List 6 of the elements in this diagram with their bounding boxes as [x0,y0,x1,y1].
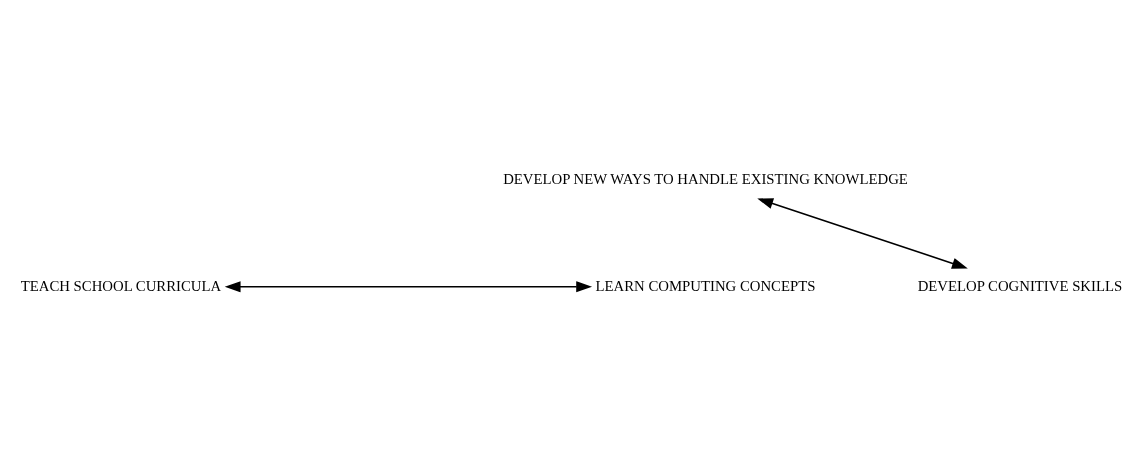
arrow [224,280,593,292]
node-text: TEACH SCHOOL CURRICULA [20,277,222,294]
node-text: DEVELOP COGNITIVE SKILLS [917,277,1123,294]
node-text: DEVELOP NEW WAYS TO HANDLE EXISTING KNOWLEDGE [503,170,908,187]
node-text: LEARN COMPUTING CONCEPTS [595,277,816,294]
arrow [757,197,968,269]
